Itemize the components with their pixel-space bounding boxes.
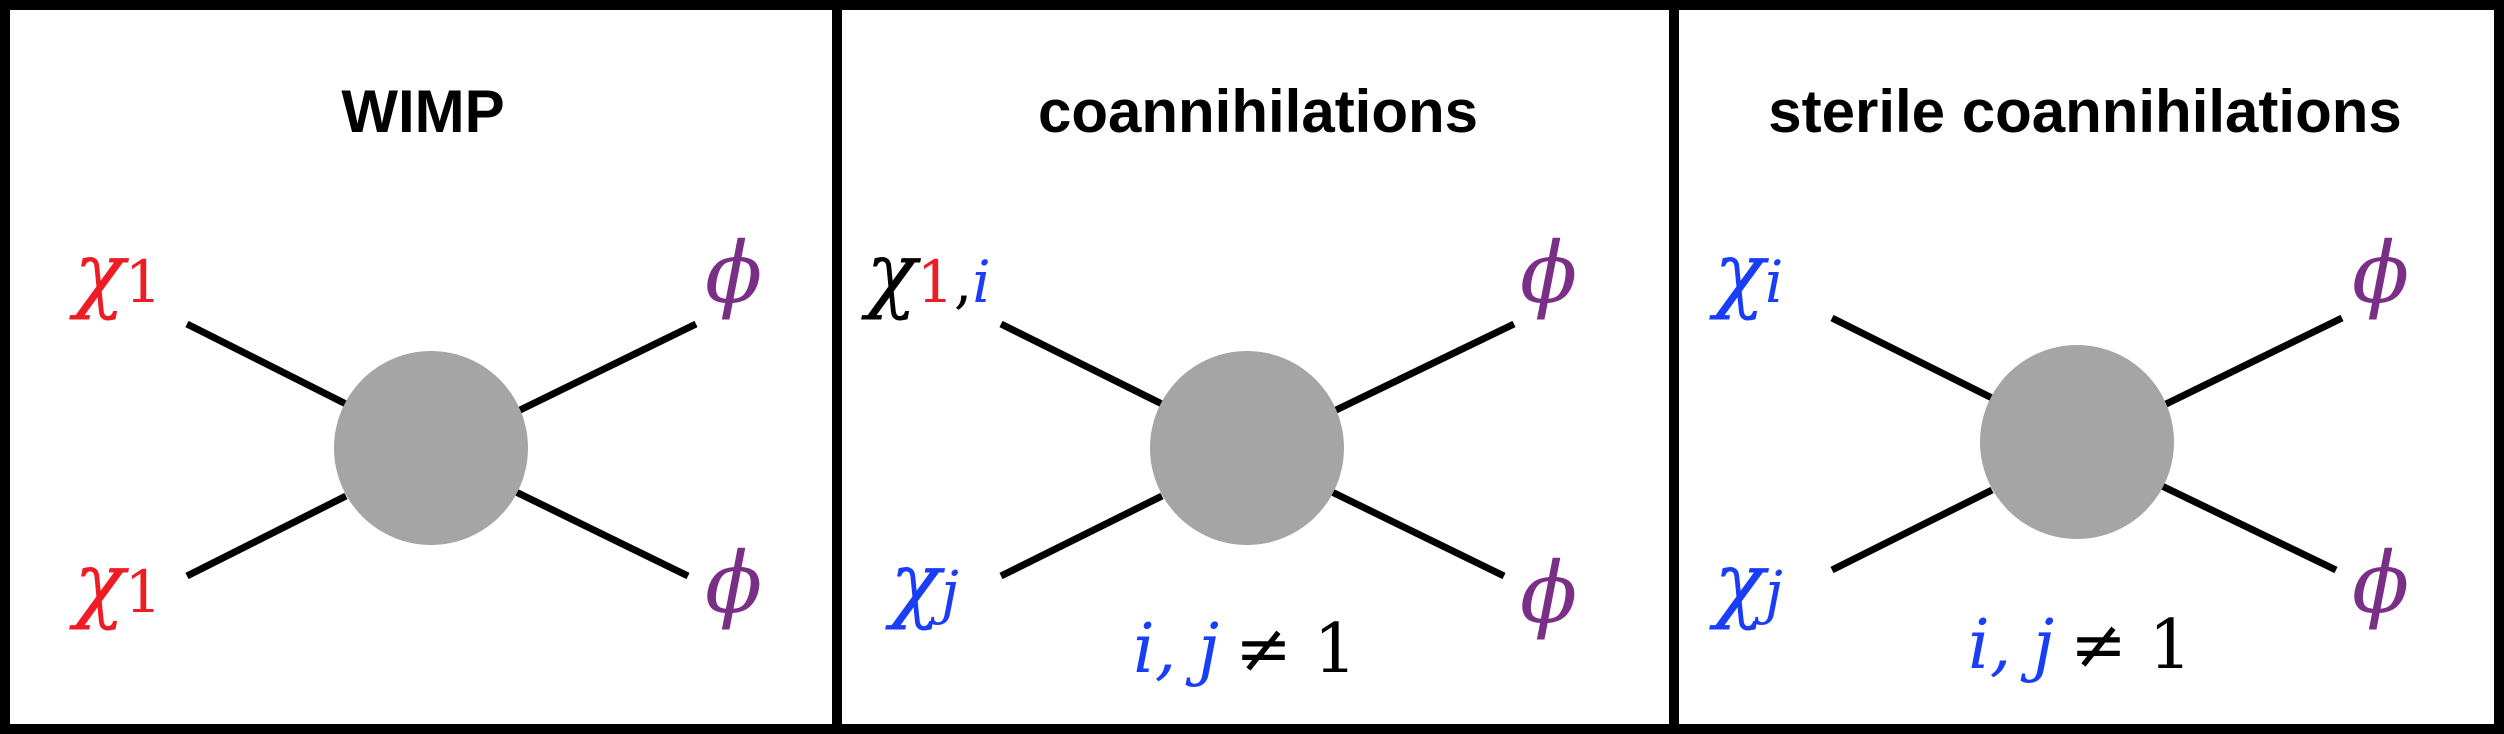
interaction-blob <box>334 351 528 545</box>
particle-chi-top: χi <box>1709 224 1783 322</box>
incoming-line-top <box>999 320 1164 408</box>
incoming-line-bottom <box>1830 486 1994 574</box>
particle-chi-bottom: χj <box>885 534 959 632</box>
panel-title: WIMP <box>341 78 504 145</box>
incoming-line-bottom <box>185 492 348 580</box>
particle-phi-top: ϕ <box>2352 224 2409 322</box>
incoming-line-bottom <box>999 492 1164 580</box>
outgoing-line-bottom <box>514 488 690 580</box>
outgoing-line-top <box>2160 314 2344 410</box>
particle-phi-bottom: ϕ <box>705 534 762 632</box>
interaction-blob <box>1150 351 1344 545</box>
particle-phi-top: ϕ <box>1520 224 1577 322</box>
particle-phi-top: ϕ <box>705 224 762 322</box>
panel-coannihilations: coannihilations χ1,i χj ϕ ϕ i, j≠ 1 <box>861 78 1577 689</box>
index-condition: i, j≠ 1 <box>1133 610 1357 689</box>
incoming-line-top <box>1830 314 1994 402</box>
index-condition: i, j≠ 1 <box>1968 606 2192 685</box>
outgoing-line-top <box>514 320 698 416</box>
panel-title: coannihilations <box>1038 78 1478 145</box>
incoming-line-top <box>185 320 348 408</box>
particle-chi-top: χ1 <box>69 224 162 322</box>
particle-phi-bottom: ϕ <box>1520 544 1577 642</box>
panel-title: sterile coannihilations <box>1768 78 2402 145</box>
panel-sterile-coannihilations: sterile coannihilations χi χj ϕ ϕ i, j≠ … <box>1709 78 2409 685</box>
particle-phi-bottom: ϕ <box>2352 534 2409 632</box>
panel-wimp: WIMP χ1 χ1 ϕ ϕ <box>69 78 762 632</box>
particle-chi-bottom: χ1 <box>69 534 162 632</box>
outgoing-line-bottom <box>2160 482 2338 574</box>
outgoing-line-bottom <box>1330 488 1506 580</box>
particle-chi-top: χ1,i <box>861 224 991 322</box>
particle-chi-bottom: χj <box>1709 534 1783 632</box>
interaction-blob <box>1980 345 2174 539</box>
outgoing-line-top <box>1330 320 1516 416</box>
